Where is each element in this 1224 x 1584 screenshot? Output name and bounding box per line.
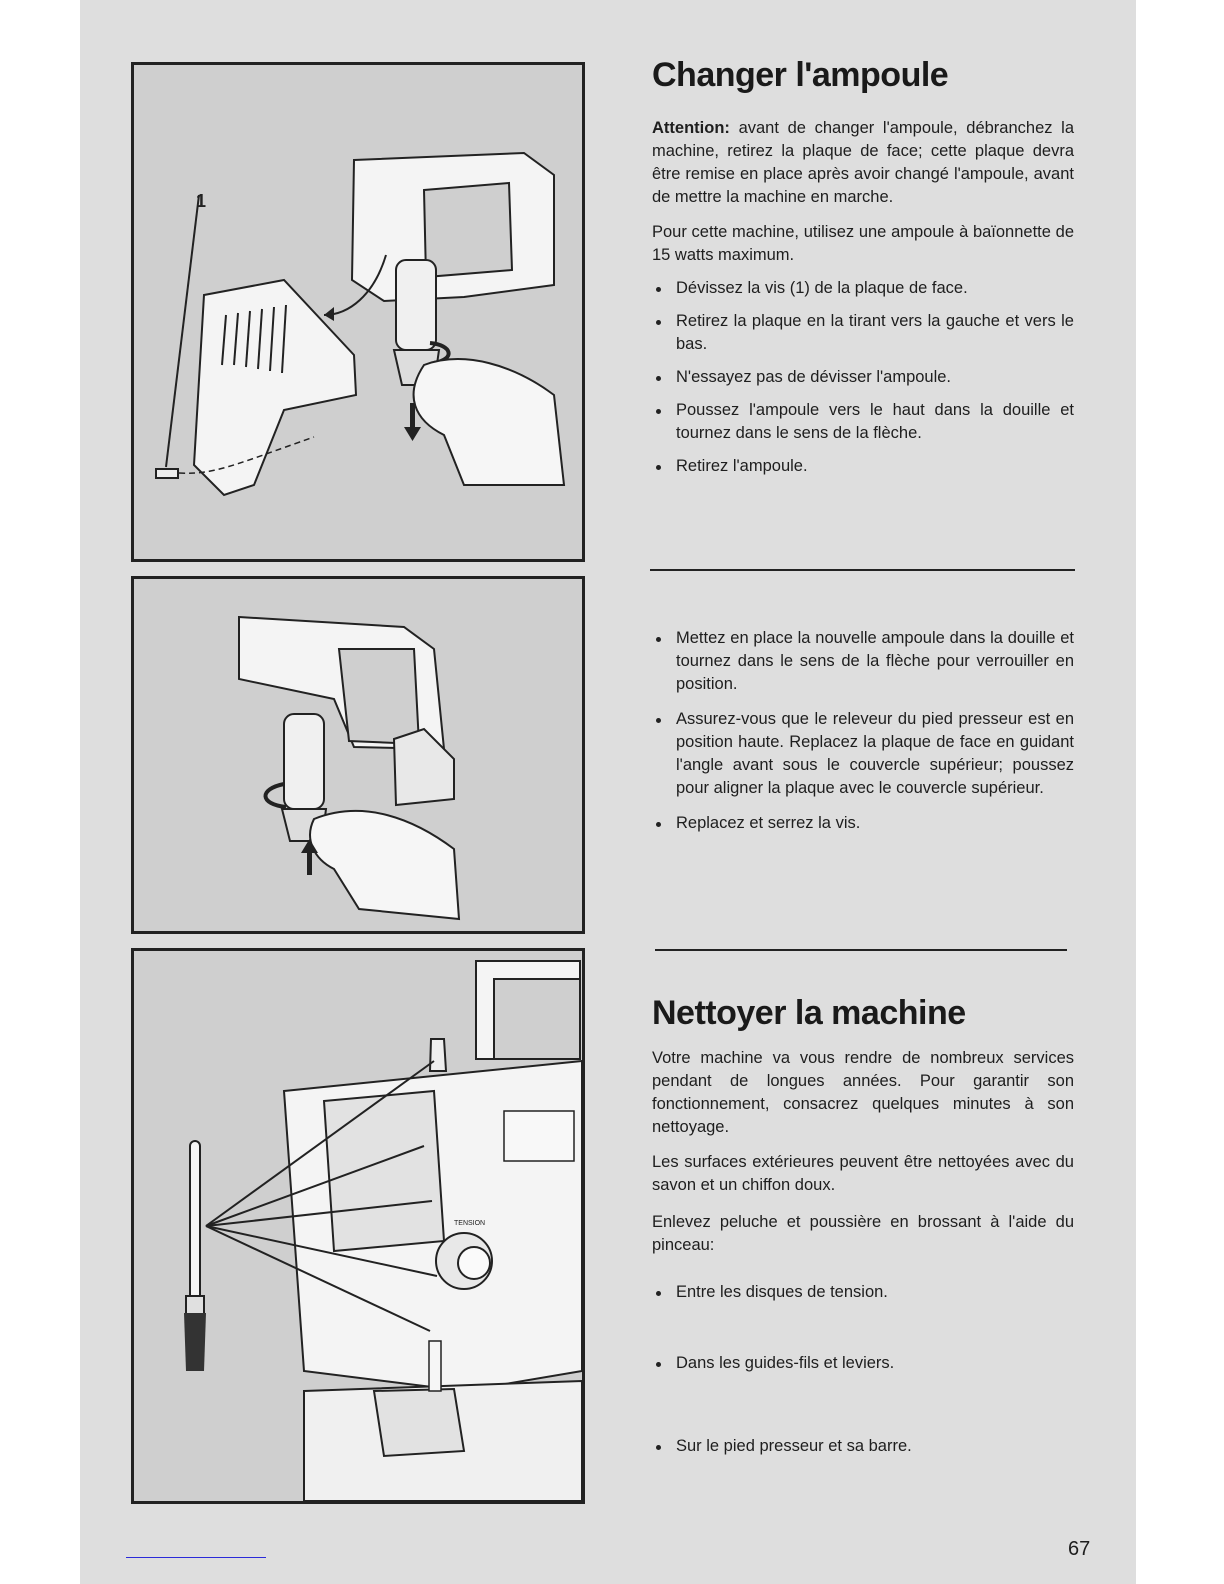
cleaning-illustration: TENSION	[134, 951, 582, 1501]
figure-install-bulb	[131, 576, 585, 934]
brush-intro: Enlevez peluche et poussière en brossant…	[652, 1213, 1074, 1254]
section-cleaning: Nettoyer la machine Votre machine va vou…	[652, 994, 1074, 1458]
list-item: Replacez et serrez la vis.	[652, 812, 1074, 835]
cleaning-items-list: Entre les disques de tension. Dans les g…	[652, 1281, 1074, 1458]
list-item: Assurez-vous que le releveur du pied pre…	[652, 708, 1074, 800]
install-steps: Mettez en place la nouvelle ampoule dans…	[652, 627, 1074, 835]
list-item: Poussez l'ampoule vers le haut dans la d…	[652, 399, 1074, 445]
attention-label: Attention:	[652, 119, 730, 137]
list-item: Retirez la plaque en la tirant vers la g…	[652, 310, 1074, 356]
list-item: Dévissez la vis (1) de la plaque de face…	[652, 277, 1074, 300]
list-item: Entre les disques de tension.	[652, 1281, 1074, 1304]
section-title-change-bulb: Changer l'ampoule	[652, 56, 949, 94]
face-plate-illustration: 1	[134, 65, 582, 559]
figure-cleaning-brush: TENSION	[131, 948, 585, 1504]
bulb-note: Pour cette machine, utilisez une ampoule…	[652, 223, 1074, 264]
list-item: Mettez en place la nouvelle ampoule dans…	[652, 627, 1074, 696]
bottom-link-line	[126, 1557, 266, 1558]
section-change-bulb: Changer l'ampoule Attention: avant de ch…	[652, 56, 1074, 478]
remove-steps-list: Dévissez la vis (1) de la plaque de face…	[652, 277, 1074, 478]
list-item: Retirez l'ampoule.	[652, 455, 1074, 478]
page-number: 67	[1068, 1538, 1091, 1560]
tension-label: TENSION	[454, 1220, 485, 1227]
attention-paragraph: Attention: avant de changer l'ampoule, d…	[652, 117, 1074, 209]
list-item: N'essayez pas de dévisser l'ampoule.	[652, 366, 1074, 389]
divider	[650, 569, 1075, 571]
install-bulb-illustration	[134, 579, 582, 931]
section-title-cleaning: Nettoyer la machine	[652, 994, 966, 1032]
list-item: Sur le pied presseur et sa barre.	[652, 1435, 1074, 1458]
cleaning-intro: Votre machine va vous rendre de nombreux…	[652, 1049, 1074, 1136]
figure-remove-face-plate: 1	[131, 62, 585, 562]
surfaces-text: Les surfaces extérieures peuvent être ne…	[652, 1153, 1074, 1194]
install-steps-list: Mettez en place la nouvelle ampoule dans…	[652, 627, 1074, 835]
attention-text: avant de changer l'ampoule, débranchez l…	[652, 119, 1074, 206]
divider	[655, 949, 1067, 951]
list-item: Dans les guides-fils et leviers.	[652, 1352, 1074, 1375]
callout-1: 1	[196, 191, 206, 211]
